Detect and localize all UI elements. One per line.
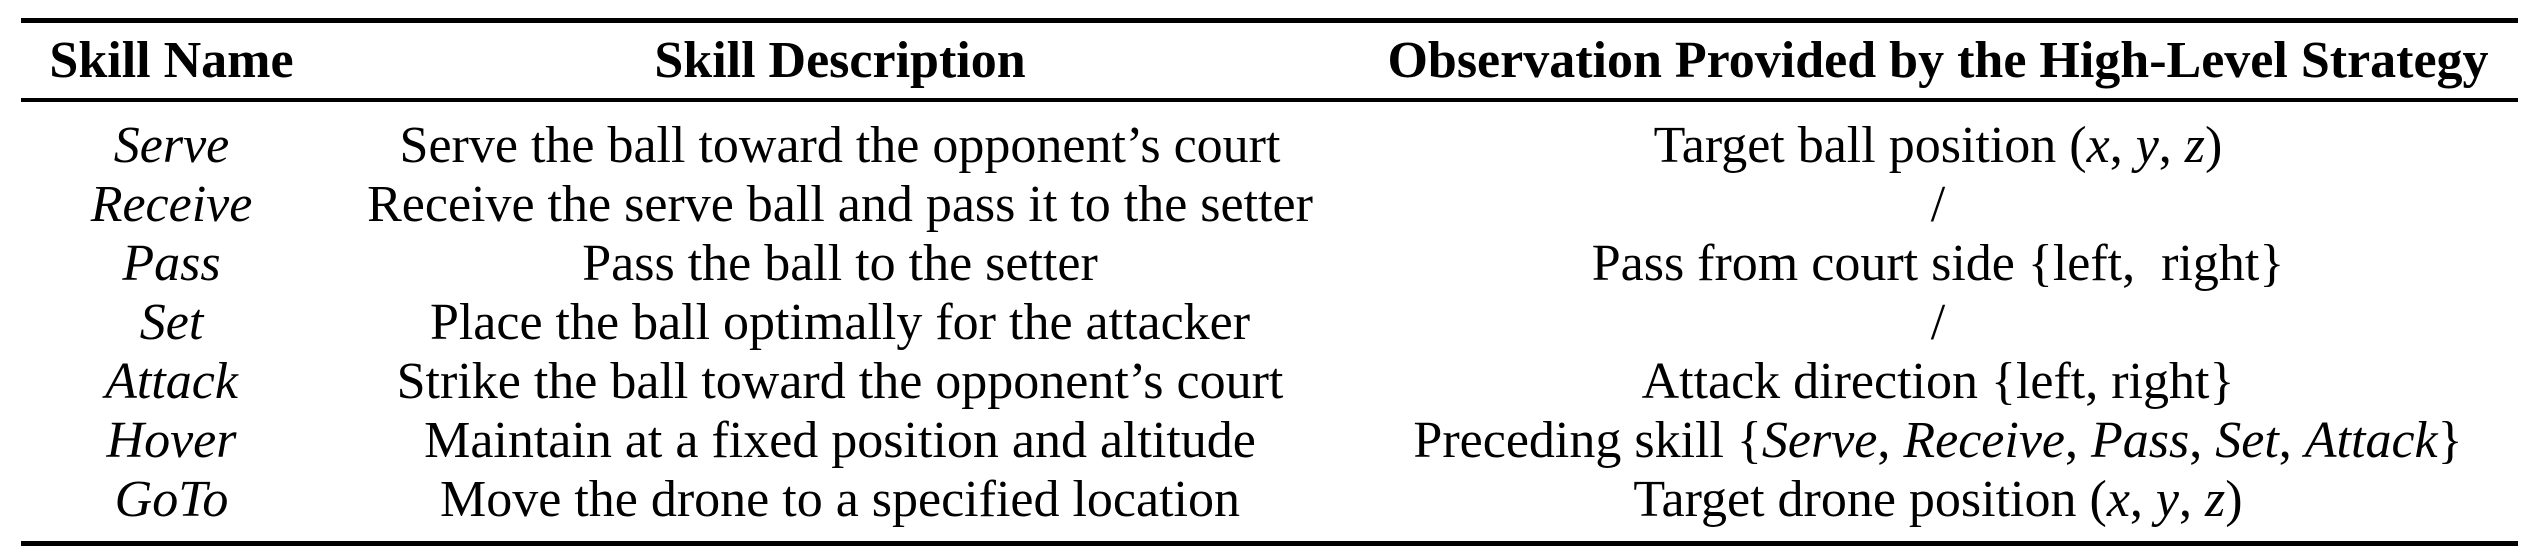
observation-cell: Target ball position (x, y, z) — [1358, 100, 2518, 175]
skill-name-cell: Serve — [113, 117, 230, 174]
observation-cell: Target drone position (x, y, z) — [1358, 470, 2518, 544]
skill-description-cell: Serve the ball toward the opponent’s cou… — [399, 117, 1281, 174]
skill-name-cell: Attack — [105, 353, 238, 410]
observation-segment: y — [2155, 471, 2180, 528]
observation-cell: / — [1358, 293, 2518, 352]
observation-segment: Attack — [2304, 412, 2438, 469]
skill-description-cell: Place the ball optimally for the attacke… — [429, 294, 1251, 351]
skill-name-cell: Hover — [106, 412, 237, 469]
observation-segment: Target ball position ( — [1653, 117, 2087, 174]
observation-segment: , — [2129, 471, 2156, 528]
table-row: Attack Strike the ball toward the opponen… — [21, 352, 2518, 411]
observation-segment: } — [2437, 412, 2463, 469]
observation-segment: , — [2065, 412, 2091, 469]
paper-table-container: Skill Name Skill Description Observation… — [21, 18, 2518, 546]
observation-cell: Pass from court side {left, right} — [1358, 234, 2518, 293]
observation-segment: x — [2086, 117, 2110, 174]
column-header-skill-name: Skill Name — [21, 20, 322, 102]
observation-segment: ) — [2205, 117, 2223, 174]
observation-segment: x — [2106, 471, 2130, 528]
observation-segment: z — [2184, 117, 2206, 174]
observation-segment: y — [2135, 117, 2159, 174]
observation-segment: Set — [2215, 412, 2279, 469]
observation-segment: / — [1930, 294, 1946, 351]
observation-segment: / — [1930, 176, 1946, 233]
observation-segment: , — [1877, 412, 1904, 469]
observation-cell: Preceding skill {Serve, Receive, Pass, S… — [1358, 411, 2518, 470]
observation-segment: Receive — [1903, 412, 2065, 469]
observation-segment: , — [2179, 471, 2206, 528]
skill-description-cell: Pass the ball to the setter — [582, 235, 1098, 292]
observation-segment: Target drone position ( — [1633, 471, 2107, 528]
table-row: Receive Receive the serve ball and pass i… — [21, 175, 2518, 234]
column-header-skill-description: Skill Description — [322, 20, 1358, 102]
header-row: Skill Name Skill Description Observation… — [21, 20, 2518, 102]
skill-description-cell: Move the drone to a specified location — [440, 471, 1240, 528]
skill-name-cell: GoTo — [114, 471, 229, 528]
observation-segment: , — [2278, 412, 2305, 469]
skill-description-cell: Receive the serve ball and pass it to th… — [367, 176, 1313, 233]
table-row: GoTo Move the drone to a specified locati… — [21, 470, 2518, 544]
table-row: Pass Pass the ball to the setter Pass from… — [21, 234, 2518, 293]
table-body: Serve Serve the ball toward the opponent’… — [21, 100, 2518, 544]
column-header-observation: Observation Provided by the High-Level S… — [1358, 20, 2518, 102]
table-row: Hover Maintain at a fixed position and al… — [21, 411, 2518, 470]
table-header: Skill Name Skill Description Observation… — [21, 20, 2518, 102]
skills-table: Skill Name Skill Description Observation… — [21, 18, 2518, 546]
observation-cell: / — [1358, 175, 2518, 234]
observation-segment: Pass from court side {left, right} — [1591, 235, 2285, 292]
table-row: Set Place the ball optimally for the atta… — [21, 293, 2518, 352]
table-row: Serve Serve the ball toward the opponent’… — [21, 100, 2518, 175]
skill-name-cell: Pass — [122, 235, 221, 292]
observation-segment: , — [2109, 117, 2136, 174]
observation-segment: Attack direction {left, right} — [1641, 353, 2235, 410]
observation-segment: z — [2205, 471, 2226, 528]
skill-description-cell: Strike the ball toward the opponent’s co… — [396, 353, 1284, 410]
skill-description-cell: Maintain at a fixed position and altitud… — [424, 412, 1256, 469]
observation-segment: , — [2189, 412, 2216, 469]
observation-cell: Attack direction {left, right} — [1358, 352, 2518, 411]
observation-segment: Preceding skill { — [1413, 412, 1762, 469]
skill-name-cell: Receive — [90, 176, 253, 233]
observation-segment: Pass — [2091, 412, 2190, 469]
observation-segment: , — [2158, 117, 2185, 174]
observation-segment: Serve — [1761, 412, 1878, 469]
skill-name-cell: Set — [139, 294, 204, 351]
observation-segment: ) — [2225, 471, 2243, 528]
